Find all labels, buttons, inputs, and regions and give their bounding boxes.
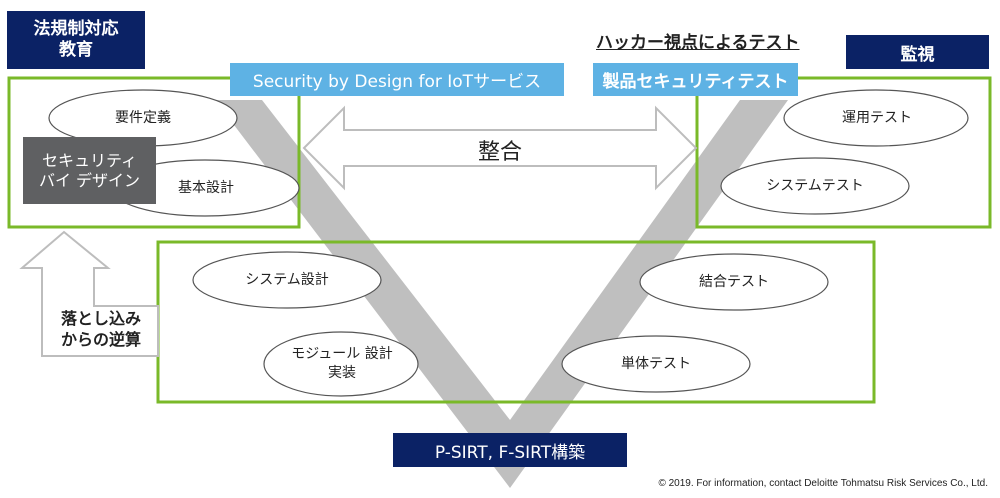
monitoring-badge: 監視 xyxy=(846,35,989,69)
regulation-label: 法規制対応 xyxy=(33,18,119,39)
ellipse-system-test xyxy=(720,157,910,215)
phase-system-test: システムテスト xyxy=(766,177,864,194)
sbd-line2: バイ デザイン xyxy=(38,170,141,190)
backcast-up-arrow xyxy=(19,230,159,357)
ellipse-module-design xyxy=(263,331,419,397)
psirt-fsirt-badge: P-SIRT, F-SIRT構築 xyxy=(393,433,627,467)
security-by-design-header: Security by Design for IoTサービス xyxy=(230,63,564,96)
phase-unit-test: 単体テスト xyxy=(621,355,691,372)
copyright-notice: © 2019. For information, contact Deloitt… xyxy=(658,478,988,489)
phase-requirements: 要件定義 xyxy=(115,109,171,126)
backcast-line1: 落とし込み xyxy=(60,309,141,329)
design-frame-upper-left xyxy=(7,76,301,229)
hacker-perspective-caption: ハッカー視点によるテスト xyxy=(596,33,800,53)
module-design-line1: モジュール 設計 xyxy=(291,346,393,363)
security-by-design-box: セキュリティ バイ デザイン xyxy=(23,137,156,204)
v-model-band xyxy=(215,100,788,488)
alignment-label: 整合 xyxy=(477,140,522,165)
phase-operation-test: 運用テスト xyxy=(842,109,912,126)
education-label: 教育 xyxy=(59,40,93,60)
backcast-label: 落とし込み からの逆算 xyxy=(46,306,156,354)
module-design-line2: 実装 xyxy=(328,365,356,381)
phase-system-design: システム設計 xyxy=(245,271,329,288)
product-security-test-header: 製品セキュリティテスト xyxy=(593,63,798,96)
regulation-education-badge: 法規制対応 教育 xyxy=(7,11,145,69)
sbd-line1: セキュリティ xyxy=(41,150,138,170)
test-frame-upper-right xyxy=(695,76,992,229)
ellipse-system-design xyxy=(192,251,382,309)
phase-integration-test: 結合テスト xyxy=(699,273,769,290)
ellipse-operation-test xyxy=(783,89,969,147)
ellipse-unit-test xyxy=(561,335,751,393)
phase-module-design: モジュール 設計 実装 xyxy=(272,342,412,386)
ellipse-integration-test xyxy=(639,253,829,311)
alignment-double-arrow xyxy=(302,105,698,191)
phase-basic-design: 基本設計 xyxy=(178,179,234,196)
backcast-line2: からの逆算 xyxy=(60,330,141,349)
